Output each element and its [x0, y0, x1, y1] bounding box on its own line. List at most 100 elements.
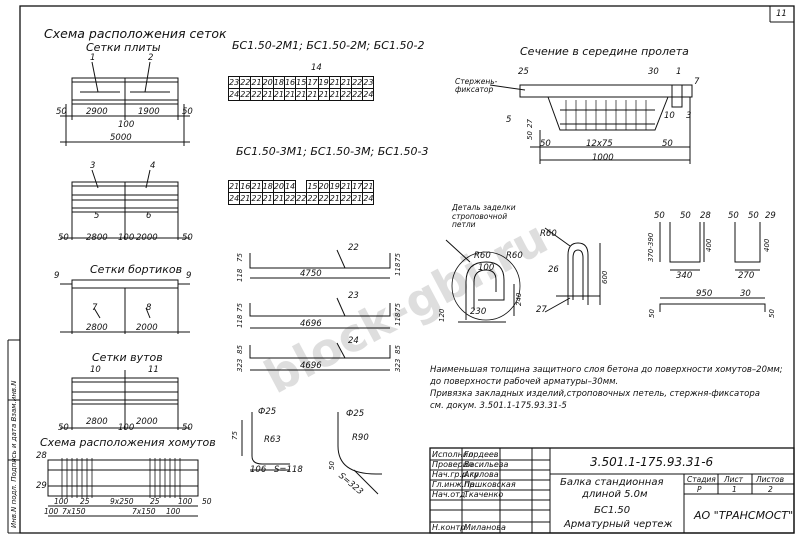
hook2-height: 50	[328, 461, 336, 470]
detail-title: Деталь заделки строповочной петли	[452, 203, 516, 230]
grid1-row2-cell: 21	[261, 88, 274, 101]
p30-a: 50	[648, 309, 656, 318]
bar22-length: 4750	[300, 269, 322, 279]
grid2-row1-cell: 18	[261, 180, 274, 193]
stirrup-dim-100d: 100	[166, 507, 181, 516]
grid1-row2-cell: 21	[272, 88, 285, 101]
stem-mesh-title: Сетки вутов	[92, 351, 163, 364]
stamp-name-4: Пашковская	[464, 480, 516, 489]
section-dim-50a: 50	[526, 131, 534, 140]
grid1-row1-cell: 20	[261, 76, 274, 89]
stamp-name-1: Гордеев	[464, 450, 499, 459]
hook2-radius: R90	[352, 433, 369, 443]
stamp-name-5: Ткаченко	[464, 490, 504, 499]
bar24-left: 85	[236, 345, 244, 354]
section-dim-1000: 1000	[592, 153, 614, 163]
grid1-row1-cell: 22	[351, 76, 364, 89]
section-mark-7: 7	[694, 77, 700, 87]
p28-a: 50	[654, 211, 665, 221]
grid1-row1-cell: 16	[283, 76, 297, 89]
p28-height2: 400	[705, 238, 713, 252]
section-title: Сечение в середине пролета	[520, 45, 689, 58]
grid1-row2-cell: 21	[306, 88, 319, 101]
section-mark-30: 30	[648, 67, 659, 77]
grid1-row2-cell: 22	[250, 88, 263, 101]
p30-mark: 30	[740, 289, 751, 299]
grid1-row2-cell: 22	[239, 88, 252, 101]
mesh34-dim-2800: 2800	[86, 233, 108, 243]
stamp-title-3: БС1.50	[594, 505, 631, 516]
slab-dim-5000: 5000	[110, 133, 132, 143]
p28-mark: 28	[700, 211, 711, 221]
stamp-col-sheets: Листов	[756, 475, 785, 484]
mesh-mark-6: 6	[146, 211, 152, 221]
grid1-row1-cell: 18	[272, 76, 285, 89]
grid1-row1-cell: 23	[227, 76, 241, 89]
grid1-title: БС1.50-2М1; БС1.50-2М; БС1.50-2	[232, 39, 425, 52]
stamp-name-3: Акулова	[464, 470, 499, 479]
grid2-row1-cell: 21	[227, 180, 241, 193]
stamp-name-6: Миланова	[464, 523, 506, 532]
grid2-row1-cell: 21	[339, 180, 353, 193]
mesh-mark-11: 11	[148, 365, 159, 375]
section-dim-50b: 50	[540, 139, 551, 149]
grid1-row1-cell: 17	[306, 76, 319, 89]
grid2-row2-cell: 24	[362, 192, 375, 205]
stirrup-dim-25b: 25	[150, 497, 160, 506]
grid1-row1-cell: 19	[317, 76, 330, 89]
p28-width: 340	[676, 271, 693, 281]
stirrup-dim-7x150b: 7x150	[132, 507, 156, 516]
grid1-row1-cell: 15	[295, 76, 308, 89]
detail-100: 100	[478, 263, 495, 273]
bar22-mark: 22	[348, 243, 359, 253]
bar23-length: 4696	[300, 319, 322, 329]
stamp-col-stage: Стадия	[687, 475, 716, 484]
grid1-row2-cell: 24	[362, 88, 375, 101]
hook1-radius: R63	[264, 435, 281, 445]
grid1-row2-cell: 22	[351, 88, 364, 101]
grid2-row1-cell: 20	[272, 180, 285, 193]
section-mark-1: 1	[676, 67, 682, 77]
note-line-1: Наименьшая толщина защитного слоя бетона…	[430, 365, 783, 375]
grid2-row2-cell: 21	[261, 192, 274, 205]
mesh1011-dim-2800: 2800	[86, 417, 108, 427]
stirrup-dim-7x150a: 7x150	[62, 507, 86, 516]
detail-230: 230	[470, 307, 487, 317]
grid2-row1-cell: 17	[351, 180, 364, 193]
note-line-4: см. докум. 3.501.1-175.93.31-5	[430, 401, 567, 411]
bar24-mark: 24	[348, 336, 359, 346]
grid1-row1-cell: 21	[328, 76, 341, 89]
p30-length: 950	[696, 289, 713, 299]
bar23-left: 75	[236, 303, 244, 312]
stirrup-layout-title: Схема расположения хомутов	[40, 436, 216, 449]
loop-radius: R60	[540, 229, 557, 239]
grid2-row2-cell: 22	[250, 192, 263, 205]
stamp-sheets: 2	[768, 485, 773, 494]
mesh789-dim-2000: 2000	[136, 323, 158, 333]
grid2-row2-cell: 21	[328, 192, 341, 205]
detail-r60a: R60	[474, 251, 491, 261]
mesh-mark-9b: 9	[186, 271, 192, 281]
section-mark-10: 10	[664, 111, 675, 121]
stirrup-mark-28: 28	[36, 451, 47, 461]
slab-dim-2900: 2900	[86, 107, 108, 117]
grid2-row1-cell: 19	[328, 180, 341, 193]
section-dim-12x75: 12x75	[586, 139, 613, 149]
mesh34-dim-50b: 50	[182, 233, 193, 243]
mesh-mark-3: 3	[90, 161, 96, 171]
stamp-role-6: Н.контр.	[432, 523, 468, 532]
grid2-row1-cell: 21	[250, 180, 263, 193]
mesh-layout-title: Схема расположения сеток	[44, 26, 227, 41]
detail-r60b: R60	[506, 251, 523, 261]
slab-dim-50a: 50	[56, 107, 67, 117]
grid1-row1-cell: 23	[362, 76, 375, 89]
stamp-sheet: 1	[732, 485, 737, 494]
p28-b: 50	[680, 211, 691, 221]
slab-dim-100: 100	[118, 120, 135, 130]
grid2-row2-cell: 24	[227, 192, 241, 205]
stamp-title-4: Арматурный чертеж	[564, 519, 673, 530]
bar24-length: 4696	[300, 361, 322, 371]
loop-dim-600: 600	[601, 270, 609, 284]
